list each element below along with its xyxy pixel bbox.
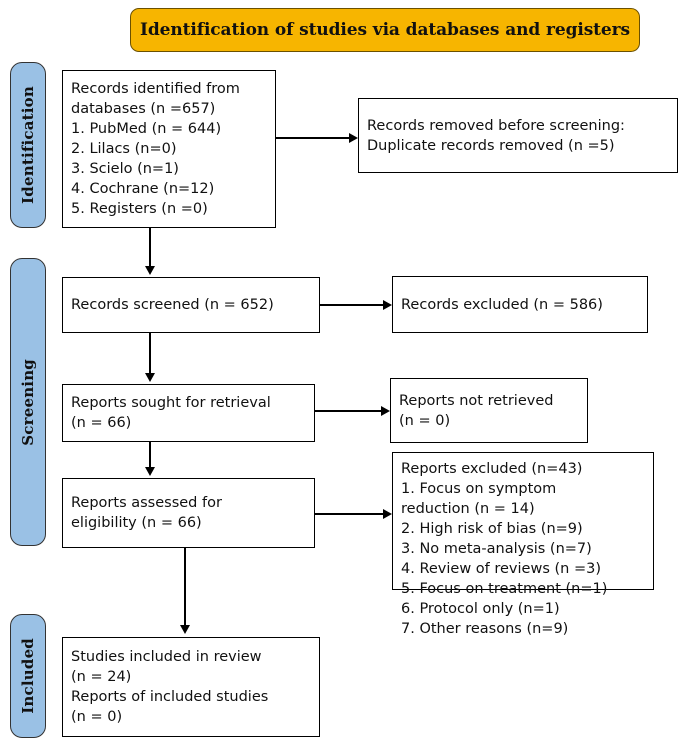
text-line: Duplicate records removed (n =5) [367,137,615,154]
box-reports-sought-text: Reports sought for retrieval (n = 66) [63,393,314,433]
text-line: Records screened (n = 652) [71,297,274,313]
box-records-identified-text: Records identified from databases (n =657… [63,79,275,219]
text-line: eligibility (n = 66) [71,515,202,531]
text-line: 4. Review of reviews (n =3) [401,561,601,577]
stage-label-identification: Identification [19,86,37,204]
text-line: 3. No meta-analysis (n=7) [401,541,592,557]
box-records-screened-text: Records screened (n = 652) [63,295,319,315]
box-records-excluded-text: Records excluded (n = 586) [393,295,647,315]
diagram-header-banner: Identification of studies via databases … [130,8,640,52]
arrowhead-screened-to-sought [145,373,155,382]
text-line: Studies included in review [71,649,262,665]
box-reports-not-retrieved: Reports not retrieved (n = 0) [390,378,588,443]
connector-sought-to-not-retrieved [315,410,382,412]
connector-sought-to-assessed [149,442,151,469]
text-line: (n = 0) [399,412,451,429]
arrowhead-identified-to-removed [349,133,358,143]
stage-bar-included: Included [10,614,46,738]
box-studies-included-text: Studies included in review (n = 24) Report… [63,647,319,727]
connector-identified-to-screened [149,228,151,268]
text-line: 5. Focus on treatment (n=1) [401,581,608,597]
stage-label-included: Included [19,638,37,714]
text-line: 2. Lilacs (n=0) [71,141,177,157]
text-line: Reports sought for retrieval [71,395,271,411]
box-studies-included: Studies included in review (n = 24) Report… [62,637,320,737]
box-reports-assessed: Reports assessed for eligibility (n = 66) [62,478,315,548]
arrowhead-identified-to-screened [145,266,155,275]
arrowhead-assessed-to-included [180,625,190,634]
text-line: Reports not retrieved [399,392,554,409]
text-line: 1. Focus on symptom [401,481,557,497]
text-line: Records excluded (n = 586) [401,296,603,313]
text-line: (n = 24) [71,669,132,685]
text-line: 3. Scielo (n=1) [71,161,179,177]
stage-bar-identification: Identification [10,62,46,228]
connector-assessed-to-reports-excluded [315,513,384,515]
box-reports-assessed-text: Reports assessed for eligibility (n = 66) [63,493,314,533]
box-reports-sought: Reports sought for retrieval (n = 66) [62,384,315,442]
arrowhead-screened-to-excluded [383,300,392,310]
text-line: 5. Registers (n =0) [71,201,208,217]
box-reports-not-retrieved-text: Reports not retrieved (n = 0) [391,391,587,431]
box-reports-excluded: Reports excluded (n=43) 1. Focus on sympt… [392,452,654,637]
box-reports-excluded-text: Reports excluded (n=43) 1. Focus on sympt… [393,459,653,639]
connector-identified-to-removed [276,137,350,139]
text-line: Reports of included studies [71,689,269,705]
arrowhead-sought-to-assessed [145,467,155,476]
box-records-removed: Records removed before screening: Duplica… [358,98,678,173]
text-line: databases (n =657) [71,101,216,117]
text-line: 1. PubMed (n = 644) [71,121,222,137]
arrowhead-sought-to-not-retrieved [381,406,390,416]
box-records-excluded: Records excluded (n = 586) [392,276,648,333]
text-line: reduction (n = 14) [401,501,535,517]
text-line: 4. Cochrane (n=12) [71,181,215,197]
connector-screened-to-sought [149,333,151,375]
text-line: Records removed before screening: [367,117,625,134]
diagram-title: Identification of studies via databases … [140,20,630,40]
box-records-identified: Records identified from databases (n =657… [62,70,276,228]
text-line: Reports assessed for [71,495,222,511]
text-line: (n = 66) [71,415,132,431]
text-line: 2. High risk of bias (n=9) [401,521,583,537]
text-line: 6. Protocol only (n=1) [401,601,560,617]
text-line: Records identified from [71,81,240,97]
stage-bar-screening: Screening [10,258,46,546]
box-records-screened: Records screened (n = 652) [62,277,320,333]
text-line: 7. Other reasons (n=9) [401,621,569,637]
connector-screened-to-excluded [320,304,384,306]
text-line: (n = 0) [71,709,123,725]
arrowhead-assessed-to-reports-excluded [383,509,392,519]
stage-label-screening: Screening [19,358,37,446]
box-records-removed-text: Records removed before screening: Duplica… [359,116,677,156]
connector-assessed-to-included [184,548,186,627]
text-line: Reports excluded (n=43) [401,461,583,477]
